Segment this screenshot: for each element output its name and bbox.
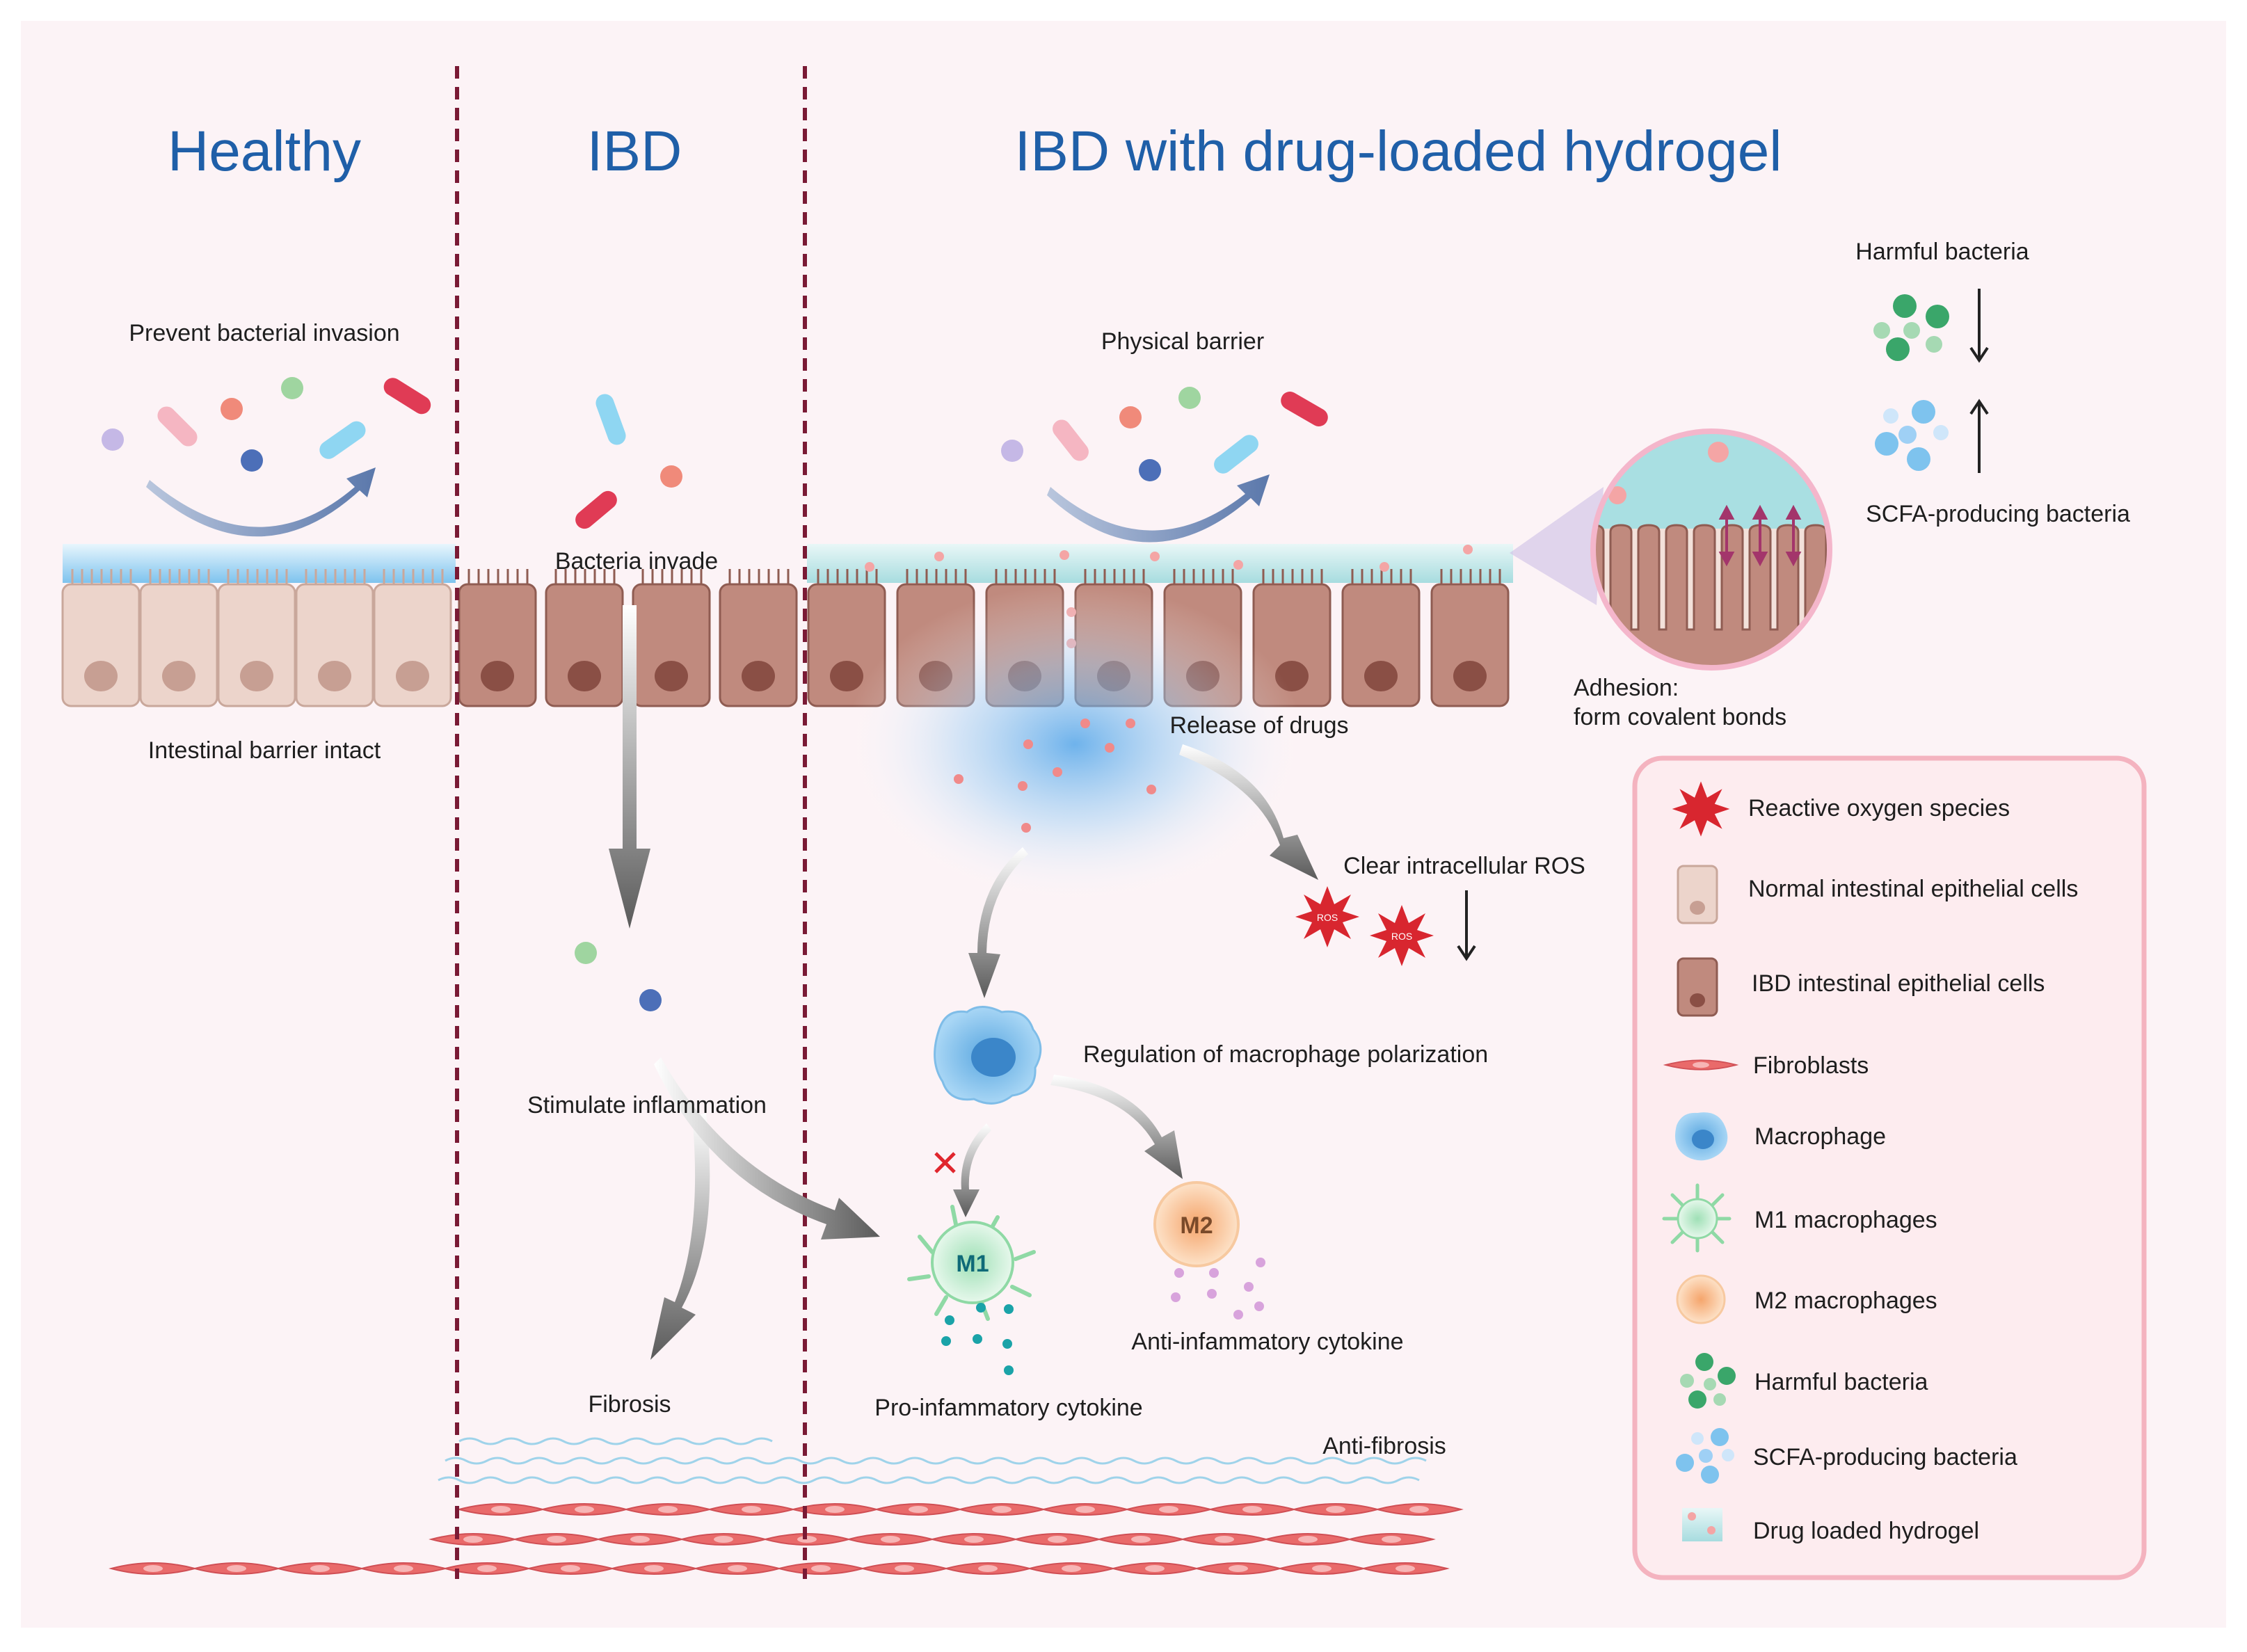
legend-hydrogel-icon <box>1682 1508 1722 1541</box>
legend-ros-icon <box>1672 781 1730 837</box>
zoom-cone <box>1510 487 1604 605</box>
m1-arrow <box>953 1123 991 1217</box>
harmful-bacteria-cluster <box>1873 294 1949 361</box>
heading-ibd: IBD <box>587 120 682 183</box>
stimulate-to-m1-arrow <box>654 1057 880 1240</box>
legend-harmful-bacteria-icon <box>1680 1353 1736 1409</box>
m2-macrophage-icon <box>1153 1181 1240 1267</box>
m1-macrophage-icon <box>907 1205 1036 1321</box>
ros-decrease-arrow <box>1457 890 1476 961</box>
macrophage-arrow <box>968 847 1028 998</box>
zoom-circle-border <box>1590 428 1832 671</box>
legend-label-normal-cell: Normal intestinal epithelial cells <box>1748 876 2078 902</box>
label-barrier-intact: Intestinal barrier intact <box>148 737 381 764</box>
legend-box <box>1632 755 2147 1580</box>
m2-label: M2 <box>1180 1212 1213 1239</box>
label-adhesion-2: form covalent bonds <box>1574 704 1786 730</box>
pro-inflammatory-cytokine-dots <box>941 1303 1014 1375</box>
fibrosis-arrow <box>650 1113 710 1360</box>
legend-label-ros: Reactive oxygen species <box>1748 795 2010 821</box>
legend-label-fibroblast: Fibroblasts <box>1753 1052 1869 1079</box>
label-anti-cytokine: Anti-infammatory cytokine <box>1131 1329 1403 1355</box>
legend-icons <box>1662 781 1737 1541</box>
legend-label-scfa: SCFA-producing bacteria <box>1753 1444 2017 1470</box>
legend-label-macrophage: Macrophage <box>1754 1123 1886 1150</box>
legend-m1-icon <box>1662 1183 1732 1253</box>
label-regulation: Regulation of macrophage polarization <box>1083 1041 1488 1068</box>
heading-hydrogel: IBD with drug-loaded hydrogel <box>1014 120 1782 183</box>
anti-inflammatory-cytokine-dots <box>1171 1258 1265 1320</box>
label-clear-ros: Clear intracellular ROS <box>1343 853 1585 879</box>
ros-star-label-2: ROS <box>1391 931 1412 942</box>
inflammation-arrow-down <box>609 605 650 929</box>
deflect-arrow-healthy <box>146 467 376 537</box>
scfa-increase-arrow <box>1969 399 1989 473</box>
label-release: Release of drugs <box>1169 712 1348 739</box>
ecm-waves <box>438 1437 1427 1484</box>
legend-label-m1: M1 macrophages <box>1754 1207 1937 1233</box>
invading-bacteria <box>575 394 682 1011</box>
label-scfa-top: SCFA-producing bacteria <box>1866 501 2130 527</box>
annotation-labels: Prevent bacterial invasion Intestinal ba… <box>129 239 2130 1459</box>
ros-arrow <box>1179 744 1318 880</box>
legend-macrophage-icon <box>1674 1112 1728 1161</box>
legend-label-hydrogel: Drug loaded hydrogel <box>1753 1518 1979 1544</box>
legend-ibd-cell-icon <box>1677 957 1718 1017</box>
legend-label-m2: M2 macrophages <box>1754 1288 1937 1314</box>
m1-label: M1 <box>956 1251 989 1277</box>
legend-normal-cell-icon <box>1677 865 1718 924</box>
healthy-mucus-layer <box>63 544 456 583</box>
deflected-bacteria <box>1001 387 1328 481</box>
label-bacteria-invade: Bacteria invade <box>555 548 718 575</box>
label-fibrosis: Fibrosis <box>588 1391 671 1418</box>
macrophage-nucleus <box>971 1038 1016 1077</box>
released-drug-particles <box>954 719 1156 833</box>
hydrogel-layer <box>807 544 1513 583</box>
label-pro-cytokine: Pro-infammatory cytokine <box>874 1395 1142 1421</box>
legend-scfa-bacteria-icon <box>1676 1428 1734 1484</box>
label-prevent: Prevent bacterial invasion <box>129 320 399 346</box>
ros-star-label-1: ROS <box>1317 912 1338 923</box>
scfa-bacteria-cluster <box>1875 400 1949 471</box>
label-adhesion-1: Adhesion: <box>1574 675 1679 701</box>
legend-label-ibd-cell: IBD intestinal epithelial cells <box>1752 970 2045 997</box>
legend-labels: Reactive oxygen species Normal intestina… <box>1748 795 2078 1544</box>
drug-release-glow <box>845 584 1304 904</box>
label-physical-barrier: Physical barrier <box>1101 328 1264 355</box>
deflect-arrow-hydrogel <box>1047 474 1270 543</box>
label-stimulate: Stimulate inflammation <box>527 1092 767 1118</box>
legend-m2-icon <box>1676 1274 1726 1324</box>
heading-healthy: Healthy <box>168 120 361 183</box>
label-anti-fibrosis: Anti-fibrosis <box>1322 1433 1446 1459</box>
healthy-bacteria <box>102 377 431 472</box>
healthy-epithelium <box>61 568 452 707</box>
harmful-decrease-arrow <box>1969 289 1989 363</box>
m2-arrow <box>1050 1075 1183 1179</box>
blocked-cross-icon <box>934 1152 956 1173</box>
label-harmful-top: Harmful bacteria <box>1855 239 2029 265</box>
legend-label-harmful: Harmful bacteria <box>1754 1369 1928 1395</box>
